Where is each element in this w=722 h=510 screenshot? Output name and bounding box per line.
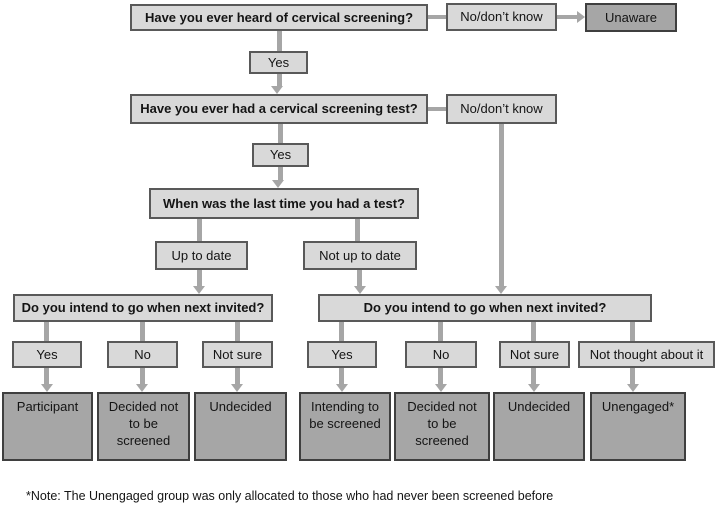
node-not-up-to-date: Not up to date xyxy=(303,241,417,270)
connector-not-sure-to-undecided-left xyxy=(235,368,240,384)
node-answer-not-thought-about-it: Not thought about it xyxy=(578,341,715,368)
arrowhead-down-icon xyxy=(627,384,639,392)
node-answer-not-sure-left: Not sure xyxy=(202,341,273,368)
connector-yes-to-participant xyxy=(44,368,49,384)
node-up-to-date: Up to date xyxy=(155,241,248,270)
connector-intend-right-to-no xyxy=(438,322,443,341)
arrowhead-down-icon xyxy=(41,384,53,392)
connector-yes2-to-when xyxy=(278,167,283,180)
connector-had-to-yes2 xyxy=(278,124,283,143)
arrowhead-down-icon xyxy=(136,384,148,392)
arrowhead-down-icon xyxy=(336,384,348,392)
node-outcome-intending-to-be-screened: Intending to be screened xyxy=(299,392,391,461)
connector-up-to-date-to-intend-left xyxy=(197,270,202,286)
connector-heard-to-yes1 xyxy=(277,31,282,51)
node-outcome-undecided-left: Undecided xyxy=(194,392,287,461)
connector-intend-left-to-no xyxy=(140,322,145,341)
node-outcome-undecided-right: Undecided xyxy=(493,392,585,461)
connector-heard-to-nodontknow1 xyxy=(428,15,446,19)
connector-yes-to-intending xyxy=(339,368,344,384)
footnote: *Note: The Unengaged group was only allo… xyxy=(26,489,554,503)
connector-not-sure-to-undecided-right xyxy=(531,368,536,384)
arrowhead-down-icon xyxy=(193,286,205,294)
node-outcome-decided-not-screened-left: Decided not to be screened xyxy=(97,392,190,461)
node-question-had-screening-test: Have you ever had a cervical screening t… xyxy=(130,94,428,124)
arrowhead-right-icon xyxy=(577,11,585,23)
node-yes-2: Yes xyxy=(252,143,309,167)
connector-no-to-decided-not-right xyxy=(438,368,443,384)
connector-intend-left-to-yes xyxy=(44,322,49,341)
connector-intend-right-to-not-sure xyxy=(531,322,536,341)
node-answer-no-left: No xyxy=(107,341,178,368)
node-question-heard-of-screening: Have you ever heard of cervical screenin… xyxy=(130,4,428,31)
connector-intend-left-to-not-sure xyxy=(235,322,240,341)
connector-had-to-nodontknow2 xyxy=(428,107,446,111)
node-answer-yes-left: Yes xyxy=(12,341,82,368)
connector-not-thought-to-unengaged xyxy=(630,368,635,384)
connector-yes1-to-had xyxy=(277,74,282,86)
node-outcome-unengaged: Unengaged* xyxy=(590,392,686,461)
node-outcome-unaware: Unaware xyxy=(585,3,677,32)
connector-nodontknow2-to-intend-right xyxy=(499,124,504,286)
node-answer-yes-right: Yes xyxy=(307,341,377,368)
arrowhead-down-icon xyxy=(495,286,507,294)
node-outcome-participant: Participant xyxy=(2,392,93,461)
arrowhead-down-icon xyxy=(528,384,540,392)
connector-when-to-not-up-to-date xyxy=(355,219,360,241)
connector-intend-right-to-yes xyxy=(339,322,344,341)
arrowhead-down-icon xyxy=(271,86,283,94)
node-question-last-test-time: When was the last time you had a test? xyxy=(149,188,419,219)
connector-not-up-to-date-to-intend-right xyxy=(357,270,362,286)
connector-nodontknow1-to-unaware xyxy=(557,15,577,19)
node-outcome-decided-not-screened-right: Decided not to be screened xyxy=(394,392,490,461)
arrowhead-down-icon xyxy=(272,180,284,188)
node-question-intend-right: Do you intend to go when next invited? xyxy=(318,294,652,322)
node-answer-no-right: No xyxy=(405,341,477,368)
arrowhead-down-icon xyxy=(435,384,447,392)
node-question-intend-left: Do you intend to go when next invited? xyxy=(13,294,273,322)
node-no-dont-know-1: No/don’t know xyxy=(446,3,557,31)
node-no-dont-know-2: No/don’t know xyxy=(446,94,557,124)
connector-when-to-up-to-date xyxy=(197,219,202,241)
arrowhead-down-icon xyxy=(354,286,366,294)
connector-intend-right-to-not-thought xyxy=(630,322,635,341)
node-answer-not-sure-right: Not sure xyxy=(499,341,570,368)
arrowhead-down-icon xyxy=(231,384,243,392)
node-yes-1: Yes xyxy=(249,51,308,74)
connector-no-to-decided-not-left xyxy=(140,368,145,384)
